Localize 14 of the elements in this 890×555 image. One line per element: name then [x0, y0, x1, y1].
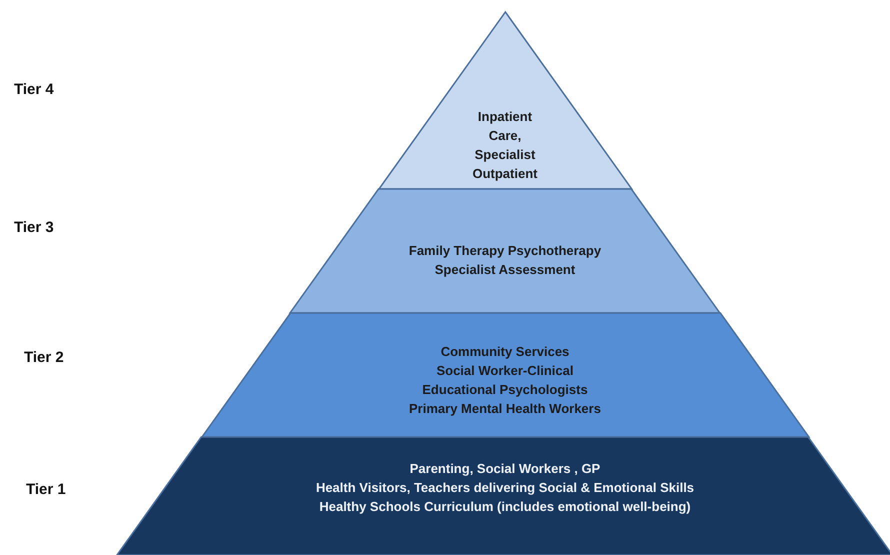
- tier-description: Health Visitors, Teachers delivering Social & Emotional Skills: [316, 479, 694, 497]
- tier-label: Tier 2: [24, 349, 64, 366]
- tier-description: Specialist Assessment: [434, 261, 576, 279]
- tier-description: Educational Psychologists: [422, 381, 588, 399]
- tier-description: Community Services: [440, 343, 570, 361]
- tier-description: Primary Mental Health Workers: [409, 400, 601, 418]
- tier-description: Social Worker-Clinical: [436, 362, 574, 380]
- tier-description: Healthy Schools Curriculum (includes emotional well-being): [319, 498, 691, 516]
- tier-label: Tier 1: [26, 481, 66, 498]
- tier-description: Inpatient Care, Specialist Outpatient: [471, 108, 538, 182]
- tier-description: Parenting, Social Workers , GP: [410, 460, 600, 478]
- tier-description: Family Therapy Psychotherapy: [408, 242, 602, 260]
- tier-label: Tier 4: [14, 81, 54, 98]
- tier-label: Tier 3: [14, 219, 54, 236]
